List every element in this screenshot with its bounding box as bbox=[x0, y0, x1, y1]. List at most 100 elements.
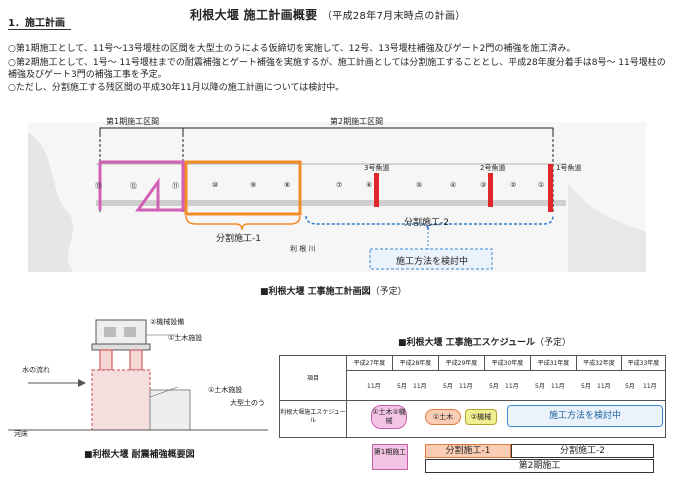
machine-house bbox=[95, 319, 147, 345]
paragraph-2: ○第2期施工として、1号～ 11号堰柱までの耐震補強とゲート補強を実施するが、施… bbox=[8, 58, 666, 80]
pier-8: ⑧ bbox=[284, 181, 291, 189]
split2-label: 分割施工-2 bbox=[404, 218, 449, 228]
legend-split1: 分割施工-1 bbox=[425, 444, 511, 458]
item-header: 項目 bbox=[306, 375, 319, 382]
plan-figure: 第1期施工区間 第2期施工区間 3号魚道 2号魚道 1号魚道 ⑬ ⑫ ⑪ ⑩ ⑨… bbox=[28, 112, 646, 282]
year-cell-31: 平成31年度 bbox=[530, 355, 577, 371]
year-cell-32: 平成32年度 bbox=[576, 355, 622, 371]
machine-unit-2 bbox=[124, 327, 136, 337]
bar-civil: ①土木 bbox=[425, 409, 461, 425]
bar-machine-label: ②機械 bbox=[470, 413, 492, 421]
title-subtitle: （平成28年7月末時点の計画） bbox=[321, 11, 466, 22]
pier-5: ⑤ bbox=[416, 181, 423, 189]
plan-caption-note: （予定） bbox=[370, 287, 407, 297]
fishway-3-label: 3号魚道 bbox=[364, 164, 390, 172]
month-32-11: 11月 bbox=[597, 383, 611, 390]
section-drawing bbox=[8, 319, 268, 431]
section-figure: ②機械設備 ①土木施設 水の流れ ①土木施設 大型土のう 河床 bbox=[8, 315, 268, 440]
paragraph-1: ○第1期施工として、11号～13号堰柱の区間を大型土のうによる仮締切を実施して、… bbox=[8, 44, 576, 54]
year-30: 平成30年度 bbox=[491, 360, 524, 367]
year-cell-28: 平成28年度 bbox=[392, 355, 439, 371]
label-civil: ①土木施設 bbox=[208, 386, 243, 394]
split1-label: 分割施工-1 bbox=[216, 234, 261, 244]
bar-phase1: ①土木②機械 bbox=[371, 405, 407, 429]
legend-phase1-label: 第1期施工 bbox=[373, 448, 407, 456]
months-row: 11月 5月 11月 5月 11月 5月 11月 5月 11月 5月 11月 5… bbox=[346, 370, 666, 401]
pier-9: ⑨ bbox=[250, 181, 257, 189]
fishway-3 bbox=[374, 173, 379, 207]
schedule-caption: ■利根大堰 工事施工スケジュール（予定） bbox=[398, 335, 571, 348]
month-33-11: 11月 bbox=[643, 383, 657, 390]
year-cell-30: 平成30年度 bbox=[484, 355, 531, 371]
review-label: 施工方法を検討中 bbox=[396, 257, 469, 267]
month-30-5: 5月 bbox=[489, 383, 499, 390]
row-label-cell: 利根大堰施工スケジュール bbox=[279, 400, 347, 438]
label-machine: ②機械設備 bbox=[150, 318, 185, 326]
sandbag-block bbox=[149, 389, 191, 431]
paragraph-3: ○ただし、分割施工する残区間の平成30年11月以降の施工計画については検討中。 bbox=[8, 83, 345, 93]
page-title: 利根大堰 施工計画概要 （平成28年7月末時点の計画） bbox=[190, 6, 466, 23]
left-bank bbox=[28, 132, 73, 272]
split2-brace bbox=[305, 215, 554, 231]
month-29-11: 11月 bbox=[459, 383, 473, 390]
phase2-label: 第2期施工区間 bbox=[330, 117, 384, 126]
legend-phase2: 第2期施工 bbox=[425, 459, 654, 473]
pier-12: ⑫ bbox=[130, 182, 137, 190]
label-flow: 水の流れ bbox=[22, 366, 50, 374]
legend-phase1: 第1期施工 bbox=[372, 444, 408, 470]
month-30-11: 11月 bbox=[505, 383, 519, 390]
fishway-2 bbox=[488, 173, 493, 207]
year-27: 平成27年度 bbox=[353, 360, 386, 367]
item-header-cell: 項目 bbox=[279, 355, 347, 401]
legend-split1-label: 分割施工-1 bbox=[445, 446, 491, 456]
year-cell-29: 平成29年度 bbox=[438, 355, 485, 371]
legend-split2: 分割施工-2 bbox=[511, 444, 654, 458]
label-riverbed: 河床 bbox=[14, 430, 28, 438]
pier-13: ⑬ bbox=[95, 182, 102, 190]
month-29-5: 5月 bbox=[443, 383, 453, 390]
year-32: 平成32年度 bbox=[583, 360, 615, 367]
label-civil-top: ①土木施設 bbox=[168, 334, 203, 342]
plan-drawing bbox=[28, 122, 646, 272]
month-33-5: 5月 bbox=[625, 383, 635, 390]
pier-10: ⑩ bbox=[212, 181, 219, 189]
plan-caption-main: ■利根大堰 工事施工計画図 bbox=[260, 287, 371, 297]
row-label: 利根大堰施工スケジュール bbox=[280, 409, 346, 424]
bar-phase1-label: ①土木②機械 bbox=[372, 408, 406, 425]
year-cell-33: 平成33年度 bbox=[621, 355, 666, 371]
bar-civil-label: ①土木 bbox=[432, 413, 454, 421]
month-32-5: 5月 bbox=[581, 383, 591, 390]
bar-review-label: 施工方法を検討中 bbox=[548, 411, 621, 421]
pier-3: ③ bbox=[480, 181, 487, 189]
schedule-caption-main: ■利根大堰 工事施工スケジュール bbox=[398, 338, 536, 348]
section-heading: 1．施工計画 bbox=[8, 14, 71, 30]
schedule-table: 項目 利根大堰施工スケジュール 平成27年度 平成28年度 平成29年度 平成3… bbox=[279, 355, 666, 438]
phase1-label: 第1期施工区間 bbox=[106, 117, 160, 126]
plan-caption: ■利根大堰 工事施工計画図（予定） bbox=[260, 284, 407, 297]
month-31-5: 5月 bbox=[535, 383, 545, 390]
month-28-5: 5月 bbox=[397, 383, 407, 390]
review-box bbox=[369, 248, 493, 270]
right-bank bbox=[568, 182, 646, 272]
pier-6: ⑥ bbox=[366, 181, 373, 189]
phase1-cofferdam bbox=[100, 160, 185, 212]
split1-brace bbox=[185, 215, 301, 231]
plan-background bbox=[28, 122, 646, 272]
machine-unit-1 bbox=[104, 327, 116, 337]
schedule-caption-note: （予定） bbox=[535, 338, 572, 348]
year-cell-27: 平成27年度 bbox=[346, 355, 393, 371]
schedule-row: ①土木②機械 ①土木 ②機械 施工方法を検討中 bbox=[346, 400, 666, 438]
month-28-11: 11月 bbox=[413, 383, 427, 390]
pier-1: ① bbox=[538, 181, 545, 189]
upper-pier-left bbox=[99, 349, 113, 371]
legend-split2-label: 分割施工-2 bbox=[560, 446, 605, 456]
pier-7: ⑦ bbox=[336, 181, 343, 189]
bar-review: 施工方法を検討中 bbox=[507, 405, 663, 427]
title-main: 利根大堰 施工計画概要 bbox=[190, 8, 318, 22]
fishway-2-label: 2号魚道 bbox=[480, 164, 506, 172]
month-31-11: 11月 bbox=[551, 383, 565, 390]
river-label: 利 根 川 bbox=[290, 245, 316, 253]
year-28: 平成28年度 bbox=[399, 360, 432, 367]
split1-box bbox=[184, 160, 302, 216]
pier-4: ④ bbox=[450, 181, 457, 189]
